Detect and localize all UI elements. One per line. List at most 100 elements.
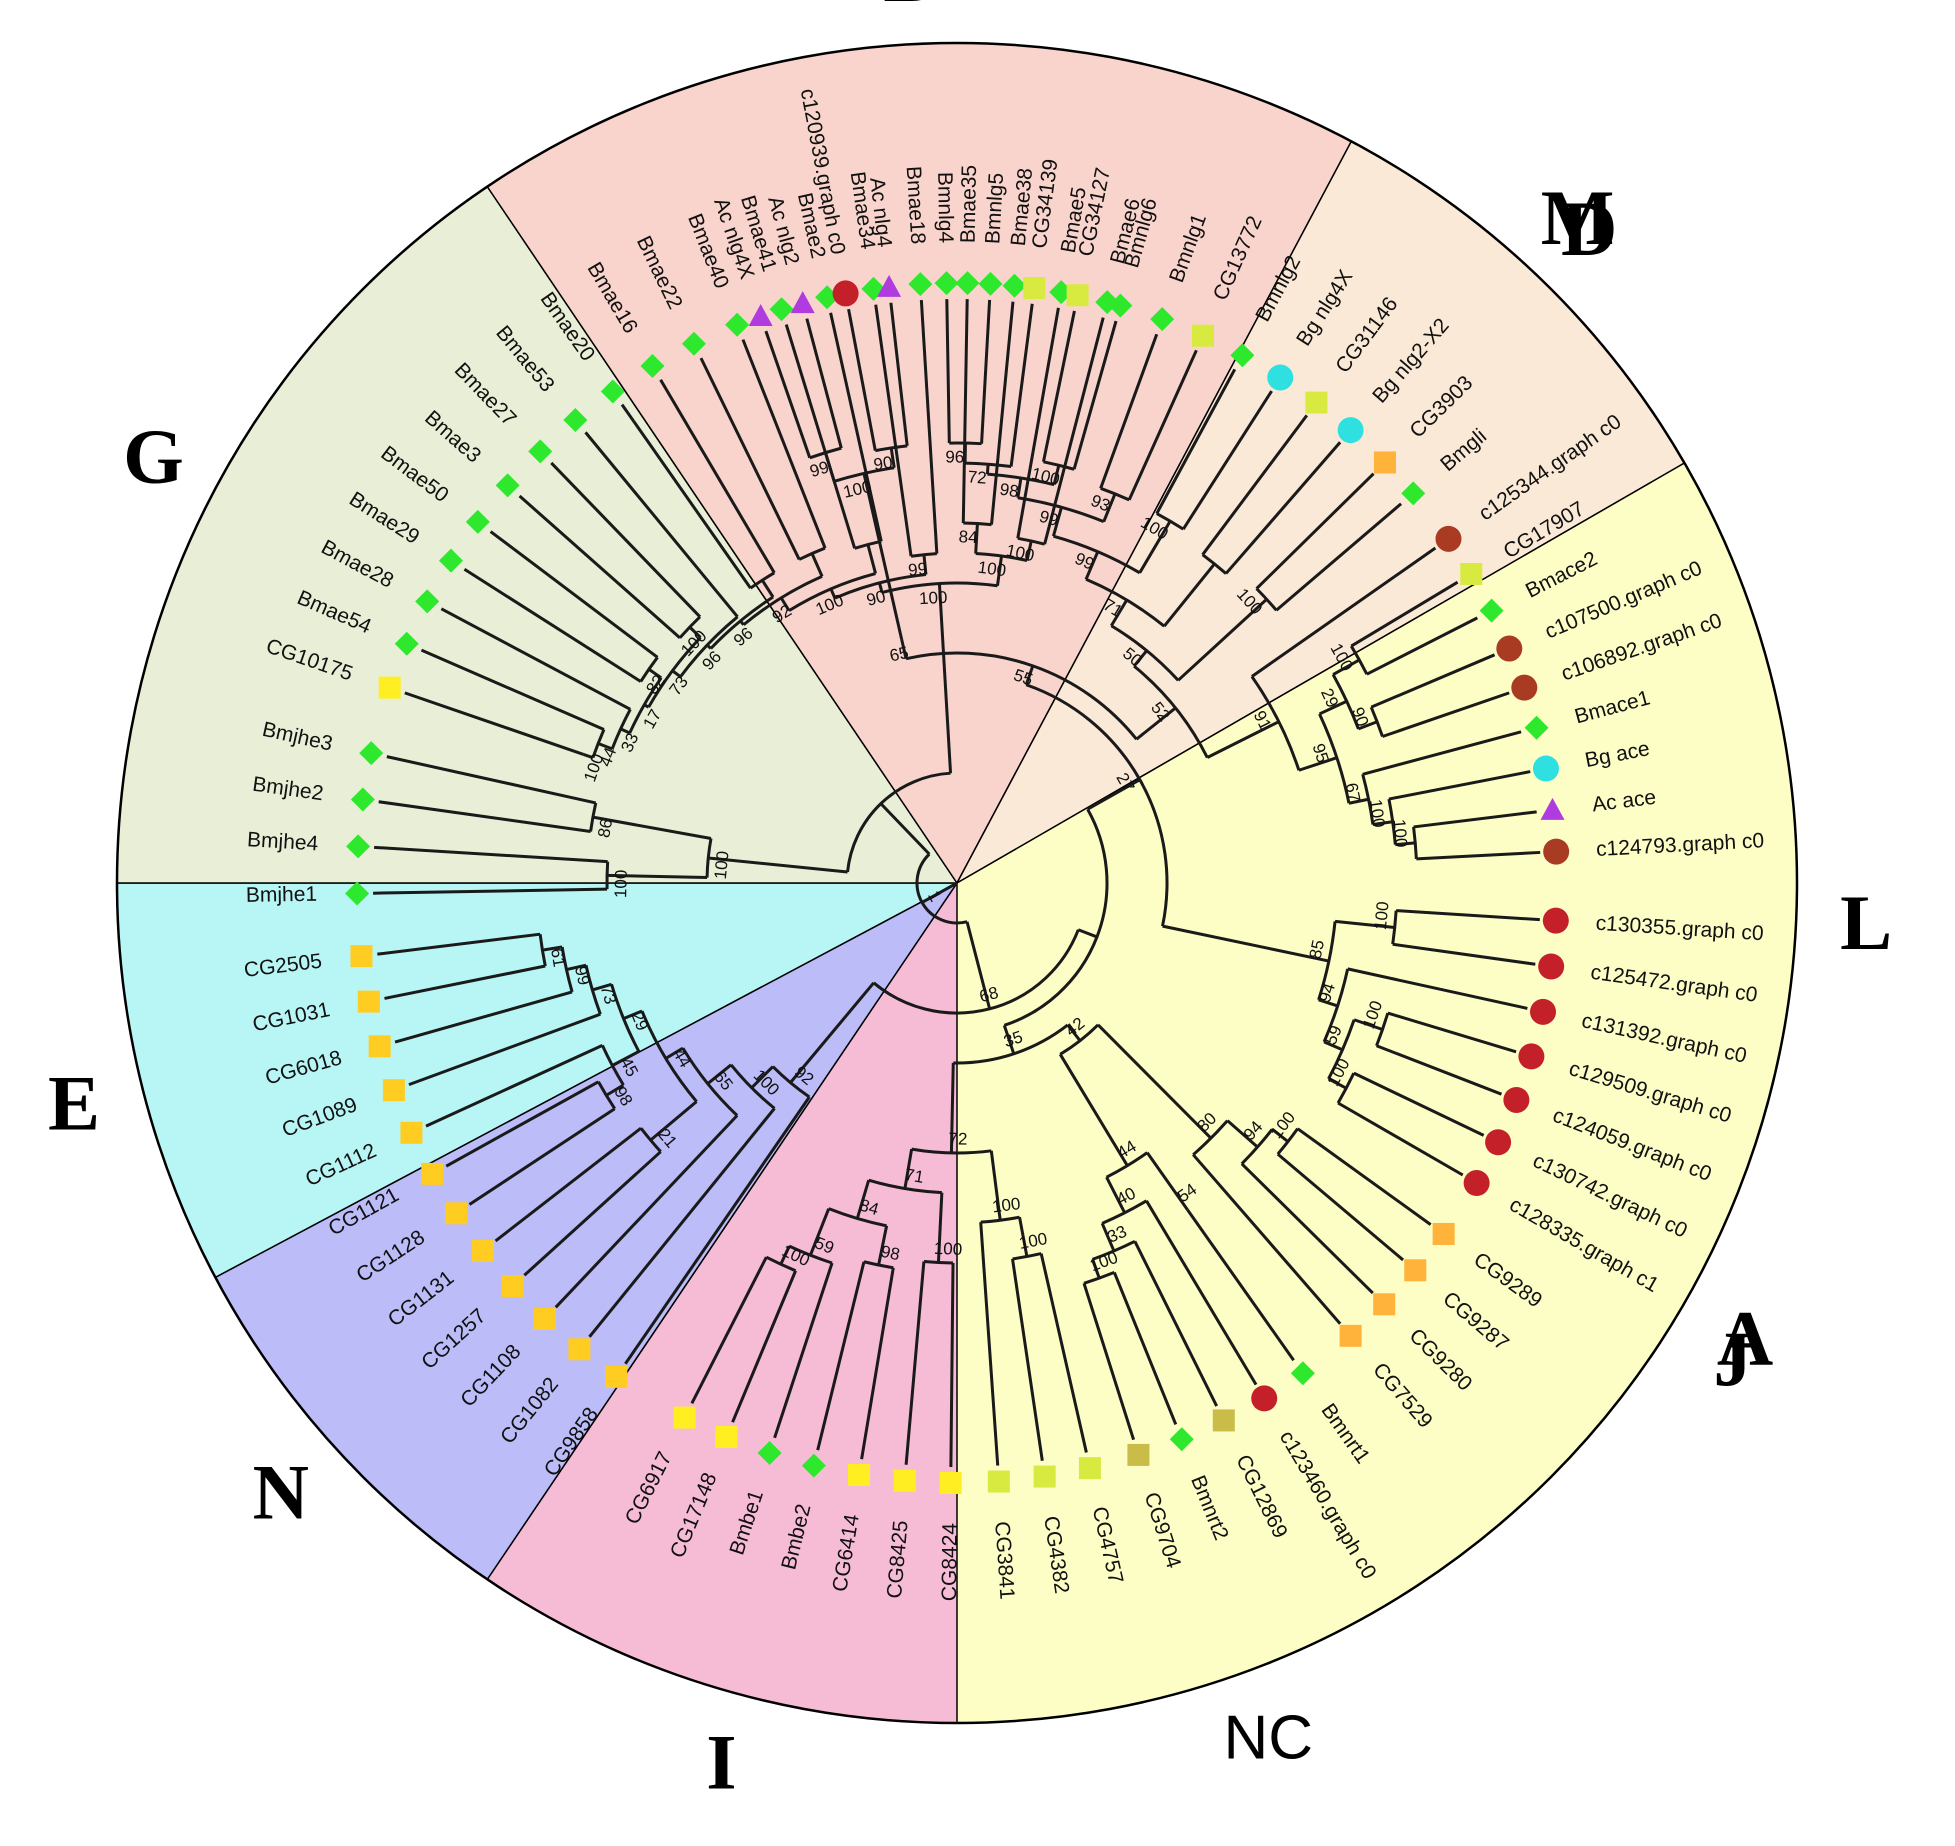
leaf-bmae41-marker xyxy=(769,297,794,322)
branch-69-0 xyxy=(1224,441,1342,575)
leaf-cg2505-marker xyxy=(350,945,373,968)
branch-75-0 xyxy=(1052,464,1061,486)
branch-11-0 xyxy=(440,607,632,711)
branch-70-1 xyxy=(1155,368,1237,515)
clade-label-n: N xyxy=(253,1448,309,1535)
branch-68-0 xyxy=(1275,502,1403,612)
leaf-bmae29-marker xyxy=(438,548,463,573)
leaf-c131392-graph-c0-marker xyxy=(1530,998,1557,1025)
branch-22-0 xyxy=(592,815,712,840)
branch-2-0 xyxy=(1025,540,1033,561)
leaf-bmjhe1-marker xyxy=(345,881,370,906)
branch-50-1 xyxy=(1271,1128,1289,1143)
node-arc-14 xyxy=(679,615,739,678)
clade-label-l: L xyxy=(1840,879,1892,966)
node-arc-61 xyxy=(1387,798,1397,845)
branch-10-0 xyxy=(420,648,605,731)
branch-12-0 xyxy=(648,668,663,680)
branch-5-1 xyxy=(699,357,801,561)
leaf-cg12869-marker xyxy=(1212,1409,1235,1432)
branch-58-1 xyxy=(1396,909,1540,922)
leaf-bmnlg5-marker xyxy=(978,271,1003,296)
node-arc-64 xyxy=(1350,645,1369,675)
branch-66-0 xyxy=(1348,797,1369,805)
leaf-cg6018-marker xyxy=(368,1035,391,1058)
branch-48-0 xyxy=(1105,1176,1127,1214)
leaf-label-bmjhe4: Bmjhe4 xyxy=(246,828,319,855)
node-arc-68 xyxy=(1255,587,1278,612)
branch-54-0 xyxy=(1337,1101,1464,1177)
branch-72-0 xyxy=(1072,320,1118,470)
bootstrap-81: 90 xyxy=(872,453,894,475)
branch-39-1 xyxy=(949,1262,955,1467)
branch-31-0 xyxy=(622,1009,643,1020)
branch-16-0 xyxy=(810,552,824,577)
branch-4-0 xyxy=(829,312,883,542)
node-arc-65 xyxy=(1331,673,1360,730)
bootstrap-76: 99 xyxy=(1037,507,1060,530)
leaf-bmae50-marker xyxy=(465,509,490,534)
leaf-bmae35-marker xyxy=(955,271,980,296)
branch-78-0 xyxy=(1163,562,1216,628)
branch-44-1 xyxy=(1112,1271,1178,1426)
leaf-cg9280-marker xyxy=(1373,1293,1396,1316)
branch-26-1 xyxy=(408,1012,601,1087)
leaf-bg-ace-marker xyxy=(1532,755,1559,782)
leaf-cg7529-marker xyxy=(1339,1324,1362,1347)
outer-circle xyxy=(115,41,1799,1725)
branch-1-0 xyxy=(990,301,1015,525)
clade-label-i: I xyxy=(706,1718,736,1805)
leaf-cg1082-marker xyxy=(568,1338,591,1361)
clade-label-d: D xyxy=(1561,185,1617,272)
branch-30-1 xyxy=(523,1150,662,1277)
branch-46-0 xyxy=(1100,1222,1116,1252)
bootstrap-38: 84 xyxy=(857,1196,881,1220)
branch-13-0 xyxy=(688,626,702,639)
leaf-bmnlg1-marker xyxy=(1150,307,1175,332)
node-arc-54 xyxy=(1336,1072,1356,1104)
branch-56-0 xyxy=(1327,1077,1347,1090)
branch-67-1 xyxy=(1251,546,1437,678)
leaf-c123460-graph-c0-marker xyxy=(1251,1385,1278,1412)
leaf-bmace2-marker xyxy=(1479,598,1504,623)
branch-65-1 xyxy=(1332,658,1361,676)
branch-8-0 xyxy=(489,530,659,659)
clade-regions xyxy=(115,41,1799,1725)
branch-51-1 xyxy=(1226,1119,1259,1149)
bootstrap-41: 100 xyxy=(1017,1229,1048,1253)
branch-41-1 xyxy=(1039,1253,1088,1453)
leaf-label-bmjhe1: Bmjhe1 xyxy=(246,883,318,907)
branch-20-1 xyxy=(378,800,591,833)
node-arc-58 xyxy=(1391,910,1398,945)
leaf-cg1128-marker xyxy=(445,1202,468,1225)
leaf-bmae3-marker xyxy=(495,473,520,498)
branch-58-0 xyxy=(1392,942,1536,966)
branch-32-1 xyxy=(554,1114,739,1309)
node-arc-7 xyxy=(678,615,702,639)
branch-89-1 xyxy=(965,921,992,1010)
branch-70-0 xyxy=(1182,390,1273,530)
branch-25-1 xyxy=(394,990,573,1044)
leaf-bmace1-marker xyxy=(1524,715,1549,740)
bootstrap-75: 98 xyxy=(998,480,1020,502)
node-arc-83 xyxy=(833,466,895,483)
bootstrap-39: 100 xyxy=(933,1239,962,1259)
branch-20-0 xyxy=(386,755,597,805)
branch-62-0 xyxy=(1372,820,1393,827)
node-arc-81 xyxy=(875,444,908,453)
branch-83-0 xyxy=(889,447,896,468)
branch-33-1 xyxy=(588,1107,776,1338)
leaf-cg4757-marker xyxy=(1078,1457,1101,1480)
branch-37-0 xyxy=(816,1261,866,1451)
branch-36-0 xyxy=(779,1245,791,1265)
root-branch xyxy=(921,881,958,904)
branch-53-1 xyxy=(1066,1023,1082,1042)
branch-28-0 xyxy=(425,1043,604,1128)
branch-14-1 xyxy=(671,669,682,678)
node-arc-36 xyxy=(788,1244,833,1265)
leaf-cg9289-marker xyxy=(1432,1222,1455,1245)
leaf-label-bmae18: Bmae18 xyxy=(902,165,930,244)
bootstrap-1: 84 xyxy=(958,527,978,547)
node-arc-38 xyxy=(828,1207,887,1228)
branch-12-1 xyxy=(620,727,631,735)
